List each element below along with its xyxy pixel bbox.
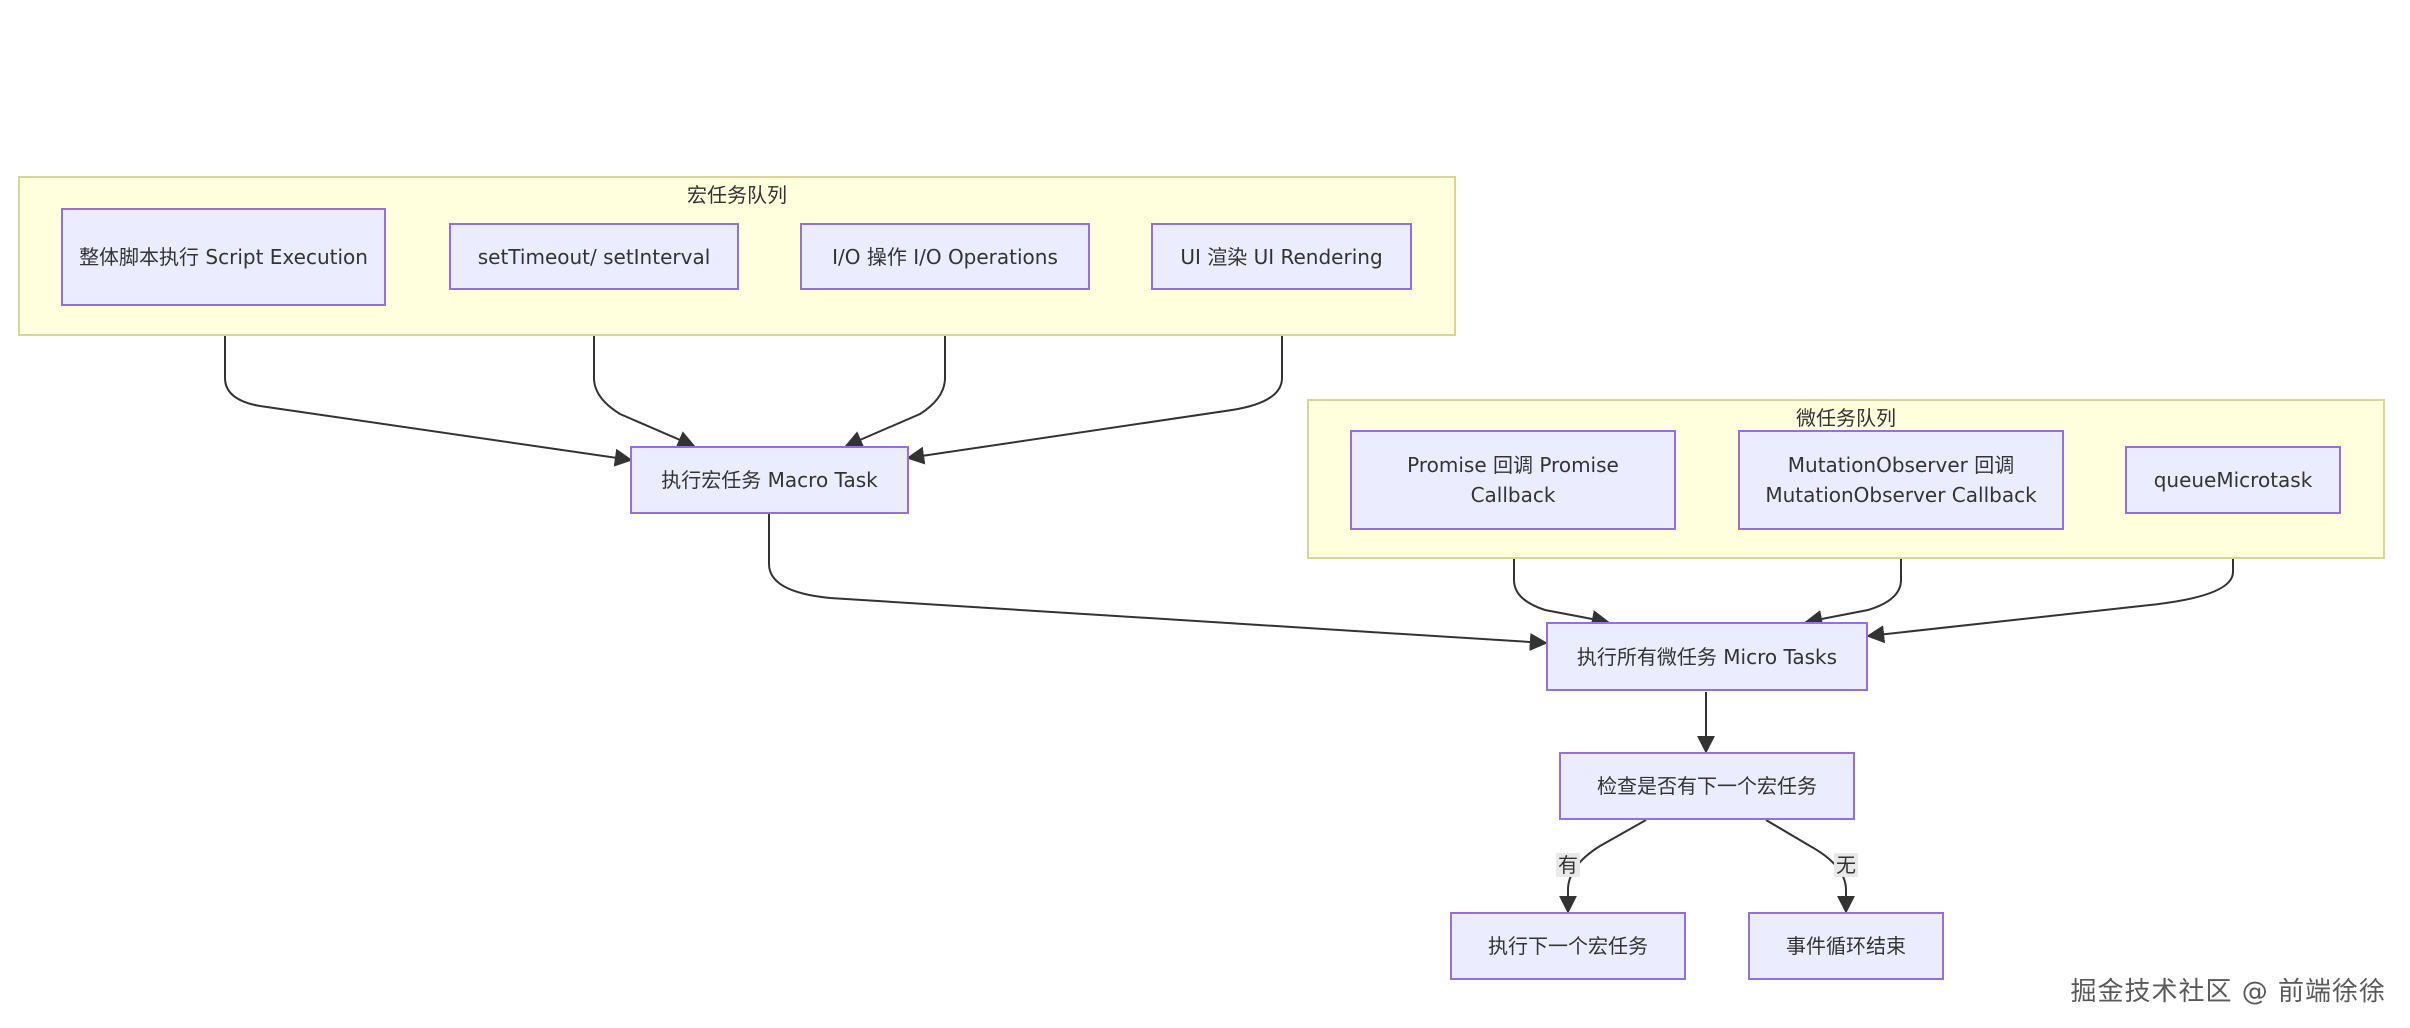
edge-io-to-macro bbox=[844, 290, 946, 448]
node-macro-task: 执行宏任务 Macro Task bbox=[630, 446, 909, 514]
edge-label-yes: 有 bbox=[1556, 853, 1580, 877]
micro-queue-title: 微任务队列 bbox=[1796, 406, 1896, 430]
node-event-loop-end: 事件循环结束 bbox=[1748, 912, 1944, 980]
edge-timers-to-macro bbox=[593, 290, 696, 448]
edge-mutation-to-micro bbox=[1804, 530, 1902, 628]
edge-queue-to-micro bbox=[1866, 516, 2234, 644]
node-ui-rendering: UI 渲染 UI Rendering bbox=[1151, 223, 1412, 290]
macro-queue-title: 宏任务队列 bbox=[687, 183, 787, 207]
node-script-execution: 整体脚本执行 Script Execution bbox=[61, 208, 386, 306]
node-io-operations: I/O 操作 I/O Operations bbox=[800, 223, 1090, 290]
node-check-next-macro: 检查是否有下一个宏任务 bbox=[1559, 752, 1855, 820]
node-timers: setTimeout/ setInterval bbox=[449, 223, 739, 290]
edge-label-no: 无 bbox=[1834, 853, 1858, 877]
node-mutation-observer: MutationObserver 回调 MutationObserver Cal… bbox=[1738, 430, 2064, 530]
edge-script-to-macro bbox=[224, 306, 633, 467]
node-run-next-macro: 执行下一个宏任务 bbox=[1450, 912, 1686, 980]
edge-macro-to-micro bbox=[768, 514, 1548, 651]
node-queue-microtask: queueMicrotask bbox=[2125, 446, 2341, 514]
edge-ui-to-macro bbox=[906, 290, 1283, 465]
node-micro-tasks: 执行所有微任务 Micro Tasks bbox=[1546, 622, 1868, 691]
edge-promise-to-micro bbox=[1513, 530, 1610, 628]
watermark-text: 掘金技术社区 @ 前端徐徐 bbox=[2070, 977, 2386, 1007]
node-promise-callback: Promise 回调 Promise Callback bbox=[1350, 430, 1676, 530]
